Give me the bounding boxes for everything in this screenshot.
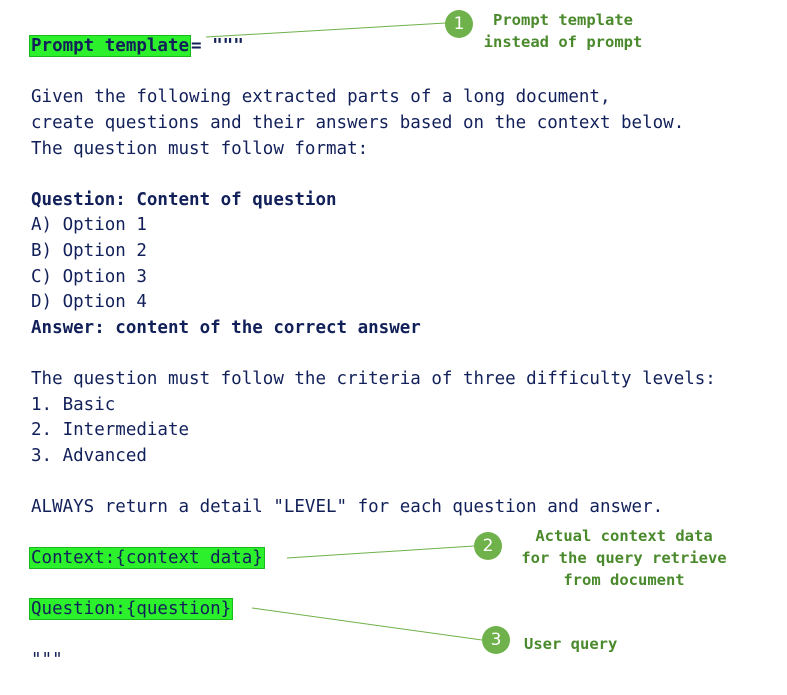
intro-line-2: create questions and their answers based… <box>31 113 685 133</box>
format-question-line: Question: Content of question <box>31 190 337 210</box>
level-basic-line: 1. Basic <box>31 395 116 415</box>
leader-line-3 <box>251 607 483 641</box>
annotation-text-2: Actual context data for the query retriev… <box>506 525 742 591</box>
annotation-badge-1: 1 <box>445 10 473 38</box>
always-instruction-line: ALWAYS return a detail "LEVEL" for each … <box>31 497 664 517</box>
annotation-2-line-1: Actual context data <box>535 527 713 545</box>
annotation-text-3: User query <box>524 635 618 653</box>
context-line: Context:{context data} <box>29 547 265 569</box>
option-c-line: C) Option 3 <box>31 267 147 287</box>
intro-line-3: The question must follow format: <box>31 139 369 159</box>
context-placeholder: Context:{context data} <box>29 547 265 569</box>
annotation-1-line-2: instead of prompt <box>483 33 643 51</box>
option-b-line: B) Option 2 <box>31 241 147 261</box>
criteria-line: The question must follow the criteria of… <box>31 369 716 389</box>
annotation-1-line-1: Prompt template <box>493 11 633 29</box>
annotation-text-1: Prompt template instead of prompt <box>470 9 656 53</box>
question-placeholder: Question:{question} <box>29 598 234 620</box>
prompt-template-variable: Prompt template <box>29 35 192 57</box>
format-answer-line: Answer: content of the correct answer <box>31 318 421 338</box>
intro-line-1: Given the following extracted parts of a… <box>31 87 611 107</box>
level-advanced-line: 3. Advanced <box>31 446 147 466</box>
prompt-declaration-line: Prompt template= """ <box>29 35 244 57</box>
annotation-2-line-2: for the query retrieve <box>521 549 727 567</box>
level-intermediate-line: 2. Intermediate <box>31 420 190 440</box>
closing-quotes-line: """ <box>31 650 63 670</box>
annotation-2-line-3: from document <box>563 571 685 589</box>
option-a-line: A) Option 1 <box>31 215 147 235</box>
option-d-line: D) Option 4 <box>31 292 147 312</box>
annotation-badge-2: 2 <box>474 532 502 560</box>
assignment-operator: = """ <box>191 36 244 56</box>
question-line: Question:{question} <box>29 598 234 620</box>
leader-line-2 <box>286 545 475 559</box>
annotation-badge-3: 3 <box>482 626 510 654</box>
